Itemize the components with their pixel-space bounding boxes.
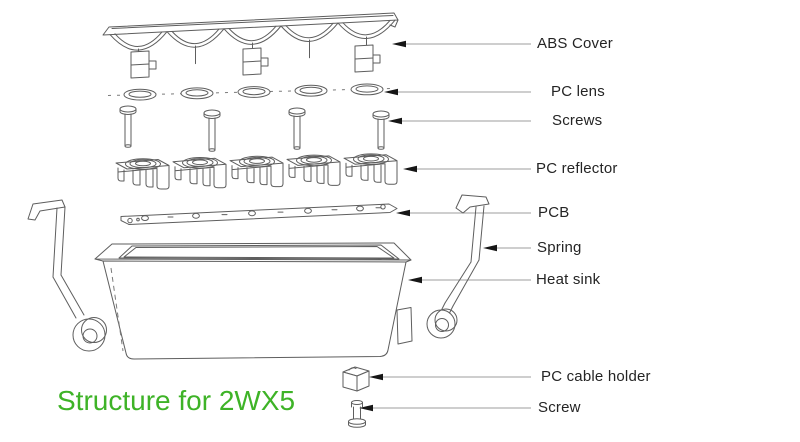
label-screw: Screw [538,399,581,416]
label-abs-cover: ABS Cover [537,35,613,52]
label-heat-sink: Heat sink [536,271,601,288]
label-pc-reflector: PC reflector [536,160,618,177]
arrowhead-icon [396,209,410,217]
spring-left-drawing [27,199,107,352]
arrowhead-icon [408,276,422,284]
arrowhead-icon [388,117,402,125]
arrowhead-icon [392,40,406,48]
abs-cover-drawing [102,12,399,79]
label-spring: Spring [537,239,582,256]
leader-abs-cover [392,40,531,48]
label-pc-cable-holder: PC cable holder [541,368,651,385]
arrowhead-icon [384,88,398,96]
screws-drawing [119,105,390,152]
arrowhead-icon [359,404,373,412]
arrowhead-icon [369,373,383,381]
leader-pc-cable-holder [369,373,531,381]
label-pcb: PCB [538,204,570,221]
diagram-title: Structure for 2WX5 [57,385,296,416]
label-pc-lens: PC lens [551,83,605,100]
pc-cable-holder-drawing [342,366,370,392]
leader-spring [483,244,531,252]
pcb-drawing [120,203,398,225]
screw-bottom-drawing [348,400,366,428]
leader-pc-reflector [403,165,531,173]
leader-screw [359,404,531,412]
pc-reflector-drawing [115,153,398,190]
spring-right-drawing [426,194,490,339]
label-screws: Screws [552,112,603,129]
leader-pc-lens [384,88,531,96]
leader-pcb [396,209,531,217]
pc-lens-drawing [107,83,393,101]
arrowhead-icon [403,165,417,173]
heat-sink-drawing [94,242,413,360]
leader-screws [388,117,531,125]
leader-heat-sink [408,276,531,284]
arrowhead-icon [483,244,497,252]
